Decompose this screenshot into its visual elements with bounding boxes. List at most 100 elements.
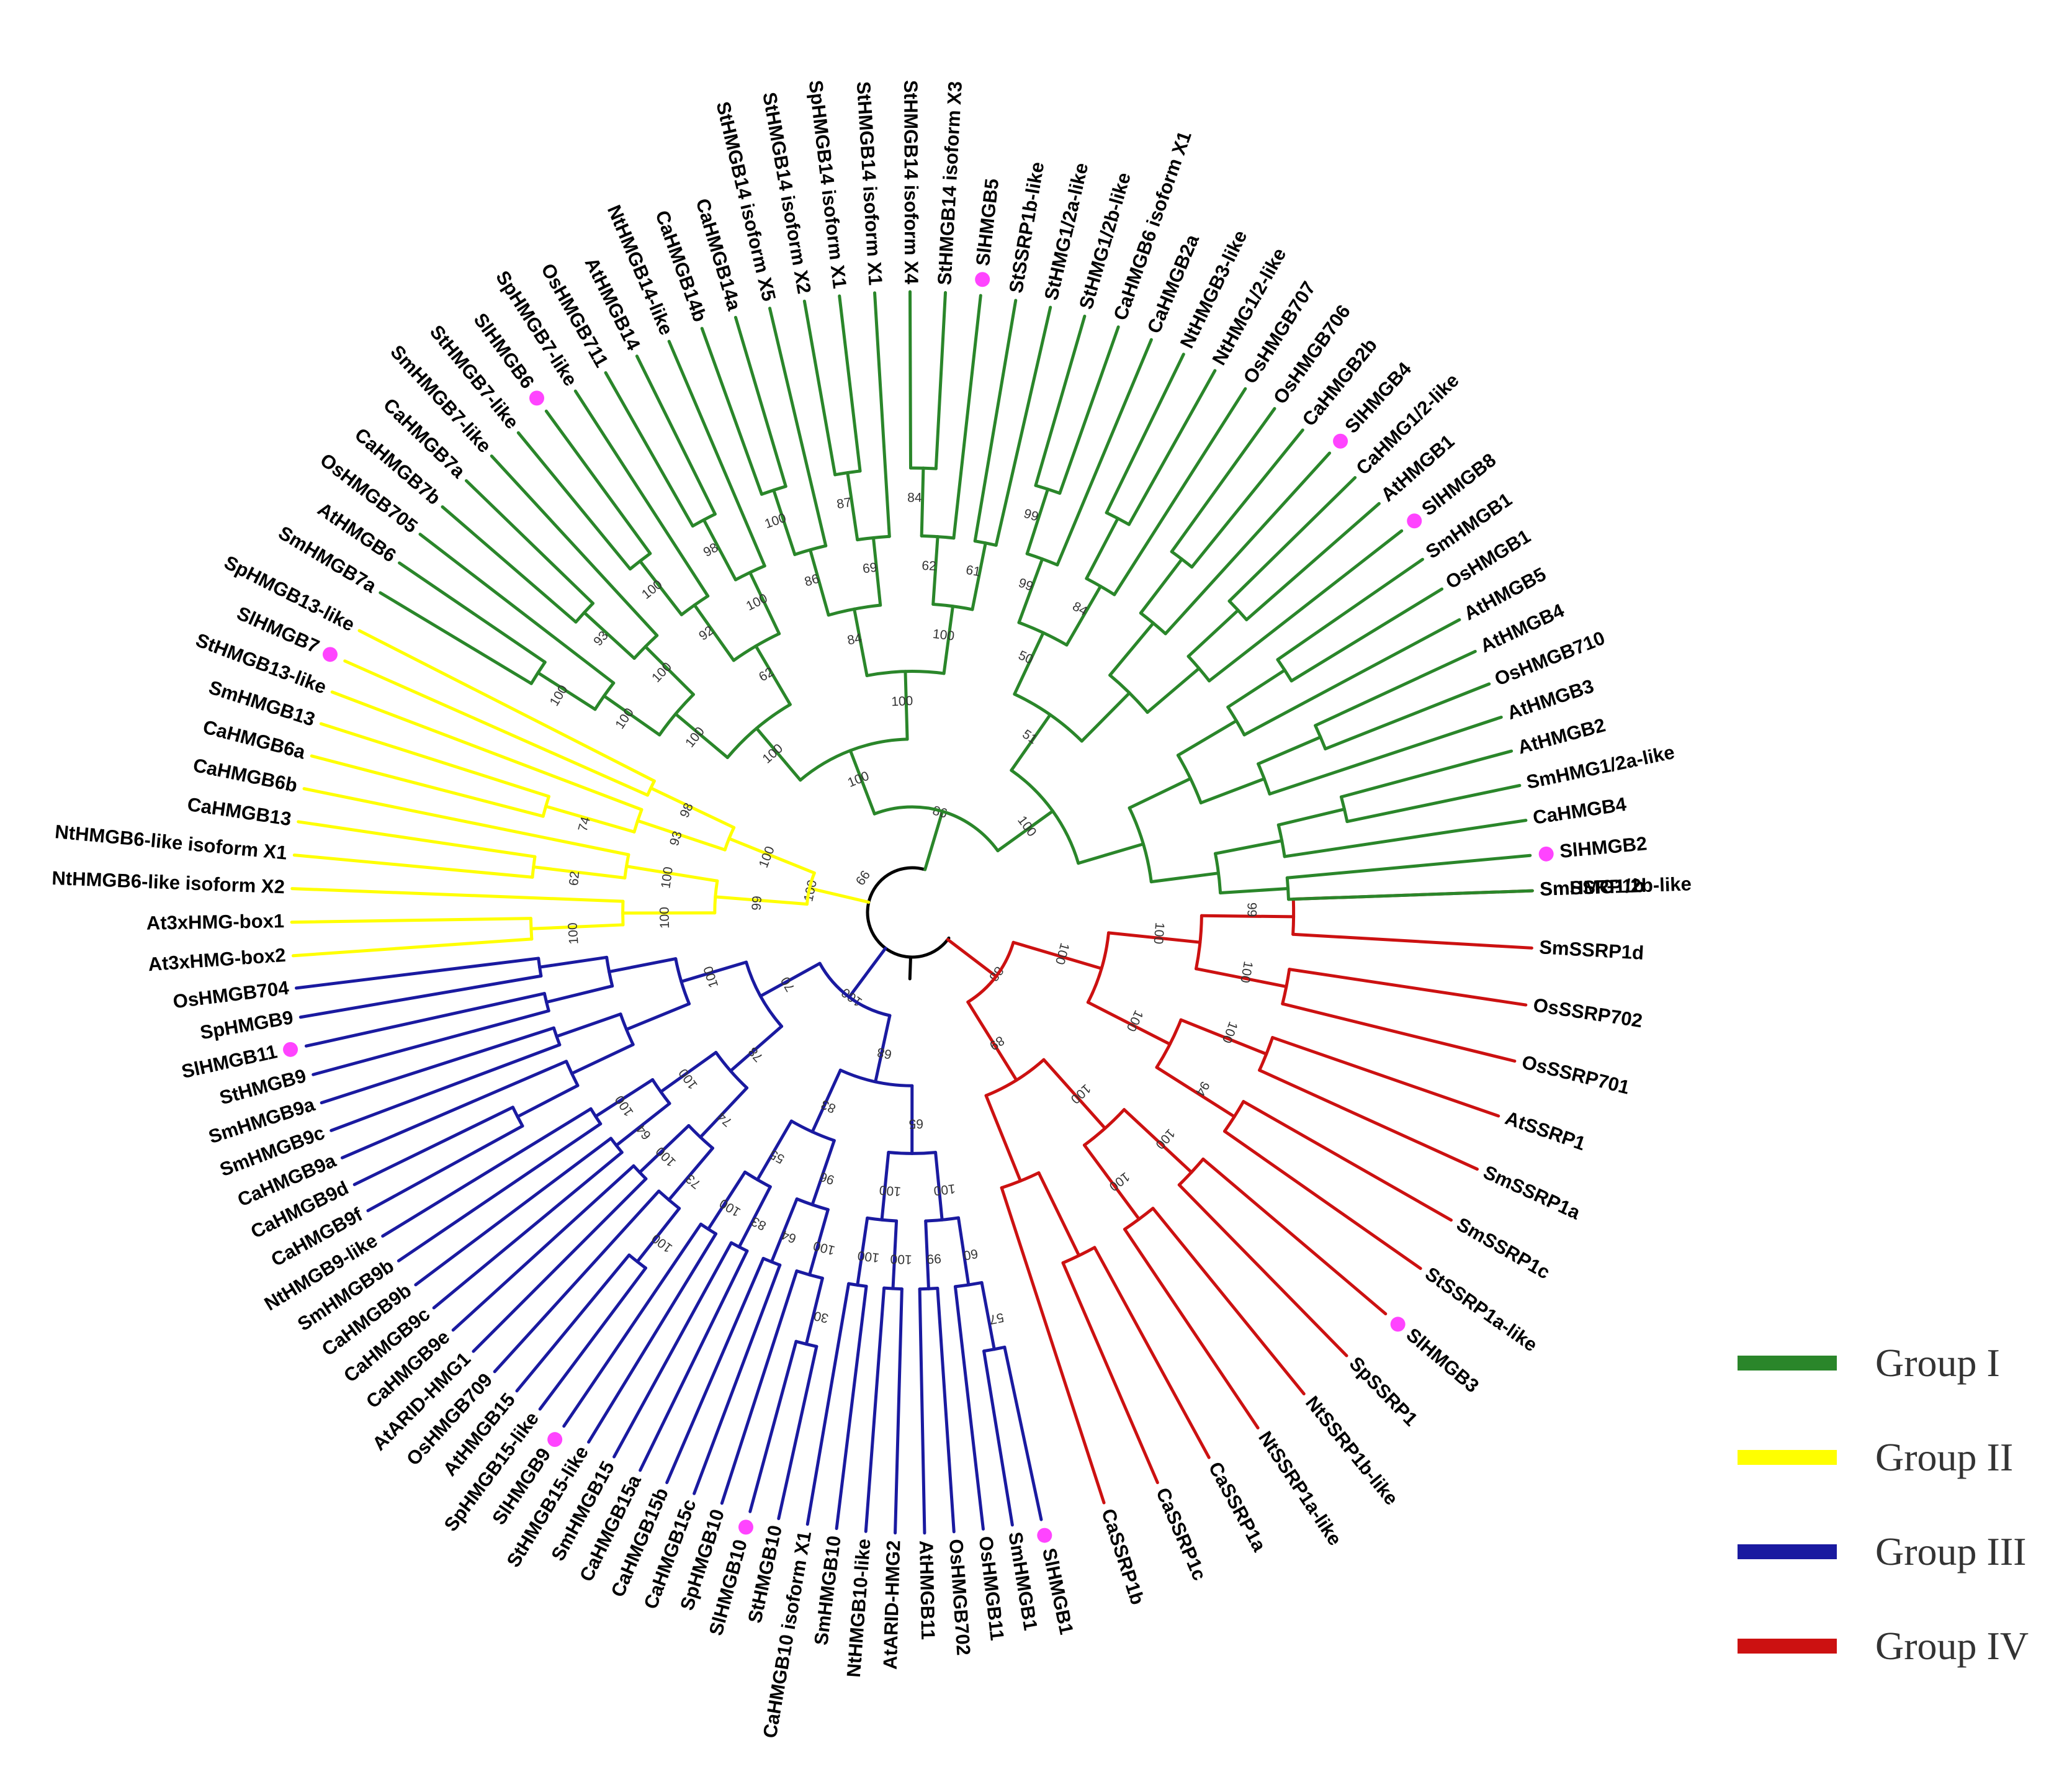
highlight-marker	[975, 272, 990, 287]
group_3-node-arc	[511, 1105, 524, 1128]
leaf-label: SpHMGB9	[199, 1006, 295, 1043]
group_3-node-arc	[918, 1286, 940, 1291]
leaf-label: CaSSRP1a	[1204, 1458, 1271, 1555]
group_3-bootstrap: 100	[653, 1144, 679, 1169]
group_2-bootstrap: 100	[756, 844, 778, 870]
group_3-branch	[805, 1282, 851, 1526]
group_1-branch	[1339, 749, 1514, 799]
group_1-branch	[1276, 557, 1424, 662]
group_4-bootstrap: 100	[1068, 1081, 1093, 1107]
leaf-label: At3xHMG-box2	[147, 944, 286, 975]
group_3-branch	[432, 1151, 624, 1310]
leaf-label: OsHMGB702	[945, 1538, 975, 1656]
group_3-branch	[352, 1105, 514, 1186]
group_1-branch	[1056, 338, 1153, 567]
group_3-branch	[451, 1164, 635, 1332]
group_2-branch	[310, 754, 545, 818]
group_3-branch	[366, 1124, 524, 1212]
group_3-node-arc	[651, 1078, 671, 1105]
leaf-label: AtHMGB2	[1515, 714, 1608, 758]
leaf-label: SmSSRP1d	[1538, 936, 1644, 964]
group_3-node-arc	[789, 1119, 836, 1143]
group_3-branch	[608, 957, 678, 974]
group_1-bootstrap: 100	[932, 627, 955, 644]
group_1-branch	[873, 291, 891, 538]
group_4-branch	[1037, 1171, 1081, 1258]
group_3-branch	[880, 1151, 890, 1222]
legend-swatch	[1738, 1544, 1837, 1559]
group_3-bootstrap: 78	[746, 1044, 766, 1065]
group_3-branch	[340, 1060, 568, 1159]
group_3-branch	[612, 1241, 733, 1459]
group_3-branch	[555, 1012, 622, 1038]
group_3-node-arc	[565, 1060, 580, 1087]
group_3-branch	[516, 1084, 580, 1119]
legend-item: Group II	[1738, 1410, 2060, 1505]
group_1-branch	[441, 505, 578, 624]
leaf-label: At3xHMG-box1	[146, 910, 285, 934]
group_4-branch	[966, 1000, 1018, 1082]
group_3-node-arc	[847, 1282, 868, 1288]
group_1-branch	[973, 299, 1018, 543]
group_3-bootstrap: 55	[767, 1147, 787, 1166]
group_3-branch	[570, 1043, 635, 1076]
group_1-node-arc	[1010, 768, 1080, 865]
group_1-branch	[1289, 587, 1444, 683]
group_3-branch	[397, 1122, 603, 1263]
leaf-label: SpHMGB14 isoform X1	[805, 79, 851, 289]
group_1-bootstrap: 84	[907, 490, 922, 505]
group_1-branch	[802, 299, 837, 477]
group_3-node-arc	[589, 1107, 603, 1126]
group_2-bootstrap: 100	[657, 907, 672, 929]
group_4-node-arc	[1195, 914, 1203, 971]
legend-item: Group III	[1738, 1505, 2060, 1599]
group_4-node-arc	[1155, 1018, 1183, 1069]
highlight-marker	[1037, 1528, 1052, 1543]
group_3-bootstrap: 64	[634, 1122, 654, 1142]
group_4-node-arc	[1082, 1108, 1126, 1147]
group_1-node-arc	[725, 703, 792, 759]
group_4-branch	[1000, 1186, 1106, 1505]
group_4-branch	[1195, 967, 1288, 989]
group_3-branch	[298, 974, 543, 1019]
legend-item: Group IV	[1738, 1599, 2060, 1693]
group_2-node-arc	[713, 879, 719, 915]
group_1-node-arc	[799, 737, 909, 782]
group_2-node-arc	[623, 853, 630, 880]
group_1-node-arc	[658, 693, 695, 737]
group_4-branch	[1271, 1036, 1500, 1118]
group_1-branch	[583, 611, 636, 660]
root-bootstrap: 66	[853, 868, 873, 888]
leaf-label: SmHMG1/2b-like	[1540, 873, 1692, 900]
group_1-branch	[693, 603, 735, 662]
group_4-branch	[1177, 1183, 1348, 1357]
group_1-bootstrap: 100	[649, 660, 675, 685]
group_1-node-arc	[856, 534, 891, 542]
group_1-branch	[1208, 529, 1404, 683]
group_1-branch	[1199, 777, 1266, 804]
group_3-branch	[294, 957, 540, 990]
group_1-bootstrap: 100	[612, 706, 637, 732]
group_1-branch	[1108, 621, 1155, 677]
group_4-branch	[984, 1094, 1022, 1183]
group_4-branch	[1179, 1018, 1268, 1056]
group_3-branch	[515, 1253, 631, 1393]
group_2-branch	[319, 722, 550, 798]
group_4-branch	[1011, 940, 1103, 970]
group_3-node-arc	[627, 1253, 647, 1270]
group_1-bootstrap: 92	[696, 623, 716, 643]
group_1-branch	[536, 671, 597, 711]
group_1-branch	[754, 644, 792, 706]
group_1-branch	[996, 809, 1054, 853]
group_3-branch	[729, 1025, 784, 1073]
group_3-branch	[936, 1286, 956, 1534]
leaf-label: StHMGB14 isoform X1	[853, 81, 887, 286]
group_1-bootstrap: 84	[846, 631, 863, 647]
leaf-label: NtSSRP1a-like	[1254, 1427, 1346, 1549]
group_1-branch	[635, 354, 717, 516]
group_3-branch	[699, 1086, 749, 1139]
group_1-branch	[667, 340, 766, 568]
group_1-node-arc	[909, 466, 938, 470]
group_3-branch	[330, 1043, 562, 1132]
group_3-node-arc	[674, 957, 691, 1006]
